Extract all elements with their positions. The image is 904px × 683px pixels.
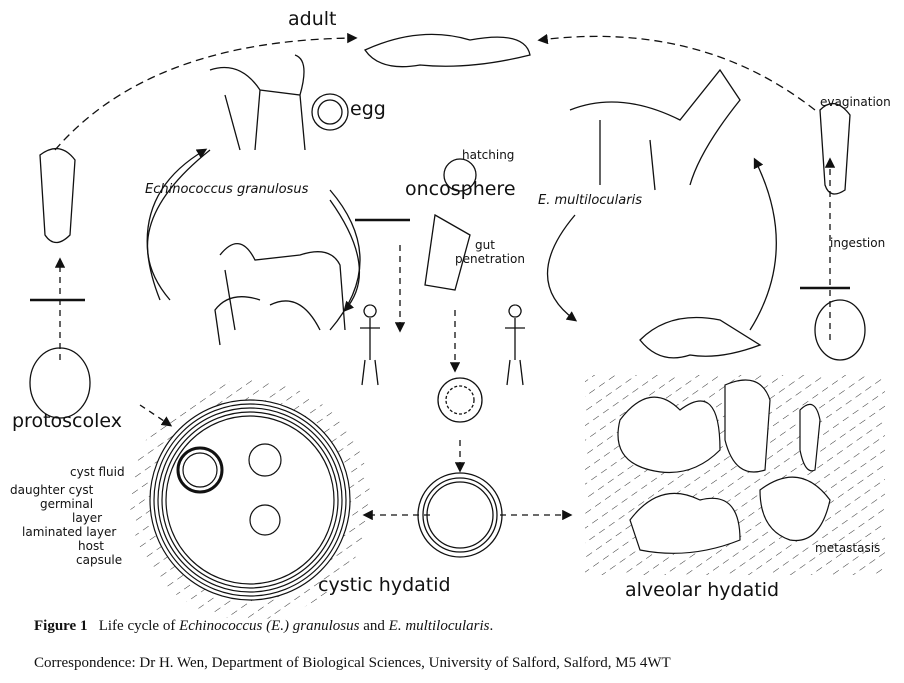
label-adult: adult xyxy=(288,8,337,30)
label-protoscolex: protoscolex xyxy=(12,410,123,432)
label-cystic-hydatid: cystic hydatid xyxy=(318,574,451,596)
rodent-drawing xyxy=(639,316,762,359)
label-oncosphere: oncosphere xyxy=(405,178,516,200)
label-species-multilocularis: E. multilocularis xyxy=(538,193,642,208)
caption-text-mid: and xyxy=(359,618,389,634)
scolex-left xyxy=(39,148,76,244)
scolex-right xyxy=(819,103,851,195)
label-alveolar-hydatid: alveolar hydatid xyxy=(625,579,780,601)
label-metastasis: metastasis xyxy=(815,541,881,555)
intermediate-hosts-drawing xyxy=(214,243,346,346)
alveolar-hydatid-drawing xyxy=(585,375,885,575)
caption-text-pre: Life cycle of xyxy=(98,618,180,634)
figure-caption: Figure 1 Life cycle of Echinococcus (E.)… xyxy=(34,618,493,635)
gut-penetration-drawing xyxy=(424,213,471,291)
label-capsule: capsule xyxy=(76,553,123,567)
label-germinal: germinal xyxy=(40,497,94,511)
egg-drawing xyxy=(311,93,349,131)
dashed-arrow-right-to-adult xyxy=(537,33,816,111)
label-cyst-fluid: cyst fluid xyxy=(70,465,125,479)
protoscolex-drawing xyxy=(29,347,91,419)
label-species-granulosus: Echinococcus granulosus xyxy=(145,182,309,197)
label-penetration: penetration xyxy=(455,252,525,266)
dashed-arrow-left-to-adult xyxy=(54,32,358,151)
granulosus-cycle-arc xyxy=(329,189,361,331)
multilocularis-cycle-arc xyxy=(546,214,578,322)
label-host: host xyxy=(78,539,104,553)
label-layer: layer xyxy=(72,511,103,525)
label-laminated-layer: laminated layer xyxy=(22,525,117,539)
caption-italic-1: Echinococcus (E.) granulosus xyxy=(179,618,360,634)
small-cyst-drawing xyxy=(437,377,483,423)
correspondence-note: Correspondence: Dr H. Wen, Department of… xyxy=(34,655,671,671)
caption-text-post: . xyxy=(489,618,494,634)
caption-label: Figure 1 xyxy=(34,618,88,634)
label-ingestion: ingestion xyxy=(830,236,886,250)
laminated-cyst-drawing xyxy=(417,472,503,558)
dog-drawing xyxy=(209,54,306,151)
label-evagination: evagination xyxy=(820,95,891,109)
label-daughter-cyst: daughter cyst xyxy=(10,483,94,497)
caption-italic-2: E. multilocularis xyxy=(388,618,490,634)
label-egg: egg xyxy=(350,98,386,120)
label-hatching: hatching xyxy=(462,148,515,162)
cystic-hydatid-drawing xyxy=(130,380,370,620)
human-left-drawing xyxy=(360,304,380,386)
human-right-drawing xyxy=(505,304,525,386)
fox-drawing xyxy=(569,68,741,191)
hatching-drawing xyxy=(443,158,477,192)
label-gut: gut xyxy=(475,238,495,252)
adult-worm xyxy=(364,33,531,68)
